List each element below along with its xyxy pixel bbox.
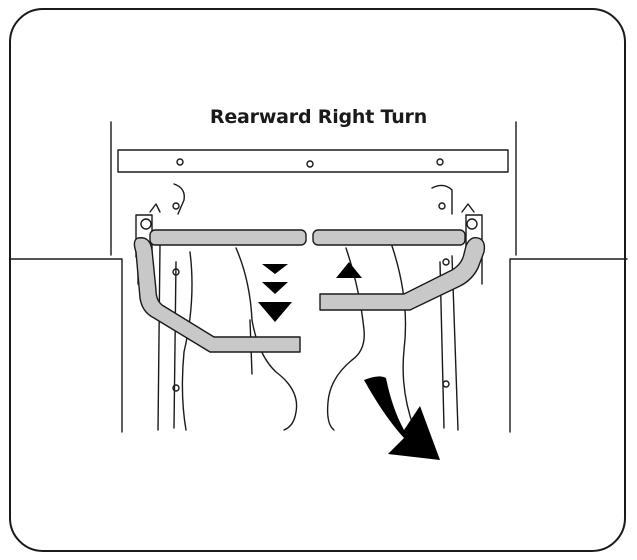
top-crossbar (117, 149, 509, 173)
down-arrow-icon (262, 282, 288, 294)
up-arrow-icon (336, 262, 362, 278)
turn-right-arrow-icon (364, 376, 440, 460)
down-arrow-icon (262, 264, 288, 274)
crossbar-bolt-left (176, 158, 184, 166)
left-steering-handle (133, 237, 301, 353)
crossbar-bolt-center (306, 160, 314, 168)
right-frame-rail (431, 184, 459, 431)
right-handle-crossbar (312, 229, 466, 246)
right-steering-handle (319, 236, 486, 311)
left-side-panel (10, 121, 123, 433)
left-handle-crossbar (149, 229, 307, 246)
diagram-title: Rearward Right Turn (209, 106, 428, 128)
down-arrow-icon (258, 302, 292, 322)
crossbar-bolt-right (436, 158, 444, 166)
right-side-panel (509, 121, 628, 433)
left-frame-rail (157, 183, 185, 431)
diagram-frame (9, 8, 626, 552)
